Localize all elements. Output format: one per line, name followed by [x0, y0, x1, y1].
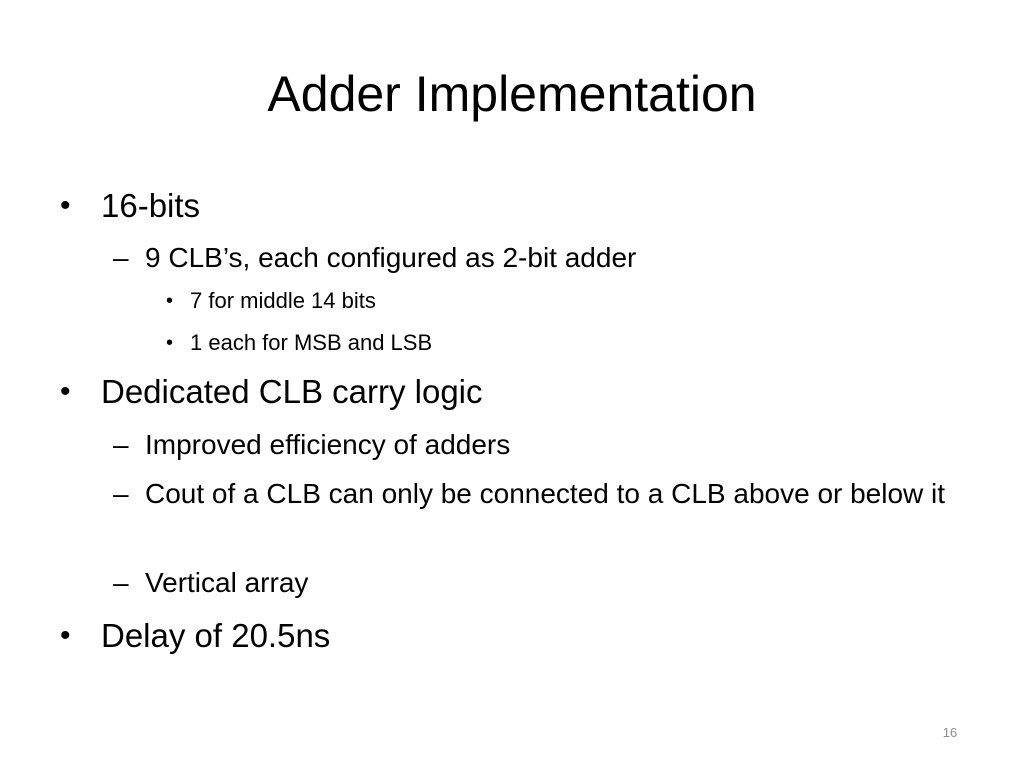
bullet-text: Delay of 20.5ns [101, 617, 331, 654]
bullet-item: • 16-bits [60, 186, 960, 226]
bullet-item: • Delay of 20.5ns [60, 616, 960, 656]
bullet-marker: • [60, 375, 71, 408]
sub-bullet-item: – Improved efficiency of adders [113, 425, 973, 465]
dash-marker: – [113, 242, 129, 273]
sub-bullet-text: Improved efficiency of adders [145, 429, 511, 460]
sub-sub-bullet-item: • 1 each for MSB and LSB [166, 328, 866, 358]
sub-sub-bullet-text: 7 for middle 14 bits [190, 288, 376, 313]
bullet-marker: • [166, 290, 174, 312]
slide-title: Adder Implementation [267, 66, 757, 122]
page-number: 16 [942, 725, 958, 740]
dash-marker: – [113, 429, 129, 460]
bullet-marker: • [60, 189, 71, 222]
sub-bullet-text: Cout of a CLB can only be connected to a… [145, 478, 946, 509]
sub-bullet-item: – Vertical array [113, 563, 973, 603]
sub-bullet-text: Vertical array [145, 567, 309, 598]
sub-bullet-item: – 9 CLB’s, each configured as 2-bit adde… [113, 238, 973, 278]
bullet-item: • Dedicated CLB carry logic [60, 372, 960, 412]
bullet-text: 16-bits [101, 187, 201, 224]
sub-bullet-text: 9 CLB’s, each configured as 2-bit adder [145, 242, 637, 273]
bullet-marker: • [60, 619, 71, 652]
dash-marker: – [113, 478, 129, 509]
dash-marker: – [113, 567, 129, 598]
bullet-marker: • [166, 332, 174, 354]
bullet-text: Dedicated CLB carry logic [101, 373, 483, 410]
sub-bullet-item: – Cout of a CLB can only be connected to… [113, 474, 973, 554]
sub-sub-bullet-text: 1 each for MSB and LSB [190, 330, 433, 355]
sub-sub-bullet-item: • 7 for middle 14 bits [166, 286, 866, 316]
